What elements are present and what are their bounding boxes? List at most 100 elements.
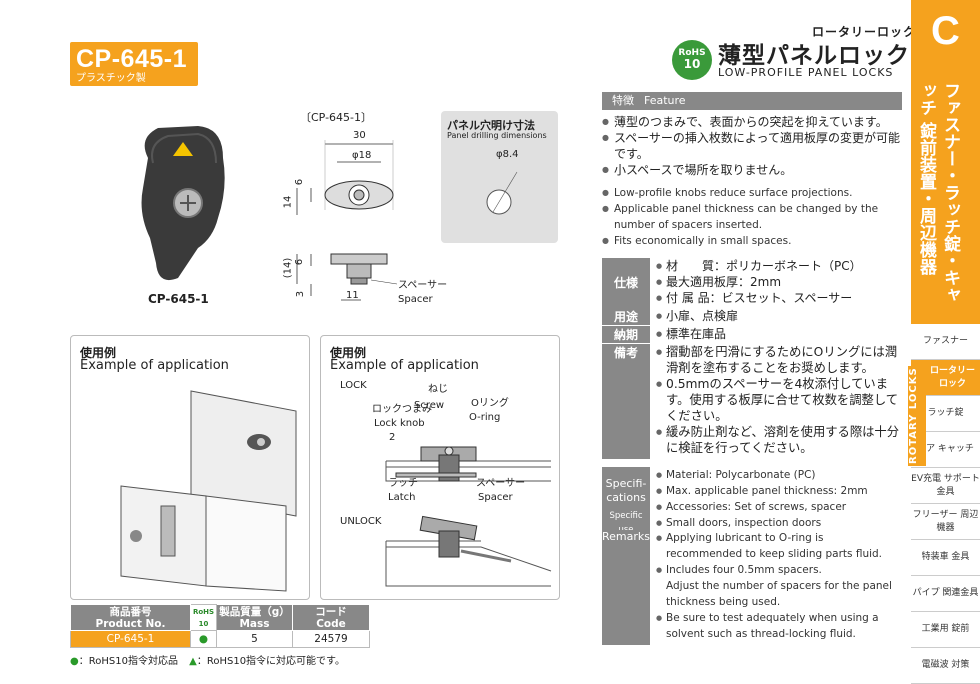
drawing-title: 〔CP-645-1〕 [300,111,373,124]
feature-en-item: Applicable panel thickness can be change… [602,201,902,233]
panel-title-jp: パネル穴明け寸法 [447,119,535,132]
spec-en-item: Accessories: Set of screws, spacer [656,499,902,515]
cell-code: 24579 [292,630,370,648]
page-title: 薄型パネルロック [718,43,910,69]
dimension-drawing [296,140,398,301]
delivery-jp-item: 標準在庫品 [656,326,902,342]
spacer2-label-jp: スペーサー [476,478,526,489]
application-example-2: 使用例 Example of application LOCK ねじ Screw… [320,335,560,600]
th-code-en: Code [316,617,346,630]
remarks-jp-item: 緩み防止剤など、溶剤を使用する際は十分に検証を行ってください。 [656,424,902,456]
use-jp-row: 用途 小扉、点検扉 [602,308,902,325]
cell-mass: 5 [216,630,293,648]
nav-item-door-catch[interactable]: ドア キャッチ [911,432,980,468]
model-badge: CP-645-1 プラスチック製 [70,42,198,86]
legend-green-text: ：RoHS10指令対応品 [78,656,178,667]
feature-label-en: Feature [644,94,686,107]
rohs-line1: RoHS [678,48,706,58]
remarks-en-item: Applying lubricant to O-ring is recommen… [656,530,902,562]
rohs-legend: ●：RoHS10指令対応品 ▲：RoHS10指令に対応可能です。 [70,652,345,667]
legend-green-mark: ● [70,656,79,667]
th-mass-jp: 製品質量（g） [219,605,290,618]
remarks-jp-item: 摺動部を円滑にするためにOリングには潤滑剤を塗布することをお奨めします。 [656,344,902,376]
feature-en-item: Low-profile knobs reduce surface project… [602,185,902,201]
oring-label-jp: Oリング [471,398,509,409]
spacer-label-jp: スペーサー [398,280,448,291]
remarks-jp-item: 0.5mmのスペーサーを4枚添付しています。使用する板厚に合せて枚数を調整してく… [656,376,902,424]
feature-list-jp: 薄型のつまみで、表面からの突起を抑えています。 スペーサーの挿入枚数によって適用… [602,114,902,178]
dim-width: 30 [353,130,366,141]
nav-item-vehicle[interactable]: 特装車 金具 [911,540,980,576]
dim-h6: 6 [294,178,306,186]
app2-illustration [385,446,552,587]
category-tab: ファスナー・ラッチ錠・キャッチ 錠前装置・周辺機器 [911,62,980,324]
nav-item-fastener[interactable]: ファスナー [911,324,980,360]
spec-en-list: Material: Polycarbonate (PC) Max. applic… [650,467,902,515]
remarks-en-item: Adjust the number of spacers for the pan… [666,580,892,608]
remarks-en-row: Remarks Applying lubricant to O-ring is … [602,530,902,645]
panel-drilling-box: パネル穴明け寸法 Panel drilling dimensions φ8.4 [441,111,558,243]
dim-w11: 11 [346,290,359,301]
cell-product: CP-645-1 [70,630,191,648]
nav-item-ev[interactable]: EV充電 サポート金具 [911,468,980,504]
tab-nav: ファスナー ロータリー ロック ラッチ錠 ドア キャッチ EV充電 サポート金具… [911,324,980,684]
feature-jp-item: スペーサーの挿入枚数によって適用板厚の変更が可能です。 [602,130,902,162]
use-jp-label: 用途 [602,308,650,325]
remarks-jp-row: 備考 摺動部を円滑にするためにOリングには潤滑剤を塗布することをお奨めします。 … [602,344,902,459]
nav-item-pipe[interactable]: パイプ 関連金具 [911,576,980,612]
use-en-label: Specific use [602,511,650,535]
nav-item-industrial-lock[interactable]: 工業用 錠前 [911,612,980,648]
feature-jp-item: 薄型のつまみで、表面からの突起を抑えています。 [602,114,902,130]
screw-label-jp: ねじ [428,384,448,395]
nav-item-emi[interactable]: 電磁波 対策 [911,648,980,684]
category-jp: ロータリーロック [812,25,917,39]
spacer-label-en: Spacer [398,294,433,305]
remarks-jp-label: 備考 [602,344,650,459]
dim-2: 2 [389,432,396,443]
delivery-jp-label: 納期 [602,326,650,343]
use-en-row: Specific use Small doors, inspection doo… [602,511,902,535]
spec-jp-row: 仕様 材 質：ポリカーボネート（PC） 最大適用板厚：2mm 付 属 品：ビスセ… [602,258,902,308]
unlock-label: UNLOCK [340,516,382,527]
nav-item-freezer[interactable]: フリーザー 周辺機器 [911,504,980,540]
spec-jp-item: 材 質：ポリカーボネート（PC） [656,258,902,274]
dim-dia84: φ8.4 [496,149,519,160]
latch-label-en: Latch [388,492,416,503]
remarks-en-item: Be sure to test adequately when using a … [656,610,902,642]
nav-item-latch[interactable]: ラッチ錠 [911,396,980,432]
knob-label-en: Lock knob [374,418,425,429]
dim-side6: 6 [294,258,306,266]
th-code-jp: コード [315,605,347,618]
th-mass-en: Mass [239,617,270,630]
oring-label-en: O-ring [469,412,501,423]
material-label: プラスチック製 [76,73,146,84]
spec-en-item: Material: Polycarbonate (PC) [656,467,902,483]
legend-tri-mark: ▲ [189,656,197,667]
app1-title-en: Example of application [80,358,229,373]
app1-title-jp: 使用例 [80,346,117,360]
dim-side3: 3 [295,290,307,298]
feature-en-item: Fits economically in small spaces. [602,233,902,249]
dim-dia18: φ18 [352,150,372,161]
feature-jp-item: 小スペースで場所を取りません。 [602,162,902,178]
application-example-1: 使用例 Example of application [70,335,310,600]
dim-side14: (14) [282,257,294,279]
app2-title-en: Example of application [330,358,479,373]
section-letter-tab[interactable]: C [911,0,980,62]
th-rohs: RoHS 10 [190,604,217,631]
remarks-en-list: Applying lubricant to O-ring is recommen… [650,530,902,645]
dim-h14: 14 [282,195,294,209]
latch-label-jp: ラッチ [388,478,418,489]
spec-en-label: Specifi-cations [602,467,650,515]
delivery-jp-row: 納期 標準在庫品 [602,326,902,343]
spec-en-row: Specifi-cations Material: Polycarbonate … [602,467,902,515]
spec-jp-item: 最大適用板厚：2mm [656,274,902,290]
model-number: CP-645-1 [76,45,187,73]
spec-jp-item: 付 属 品：ビスセット、スペーサー [656,290,902,306]
feature-list-en: Low-profile knobs reduce surface project… [602,185,902,249]
